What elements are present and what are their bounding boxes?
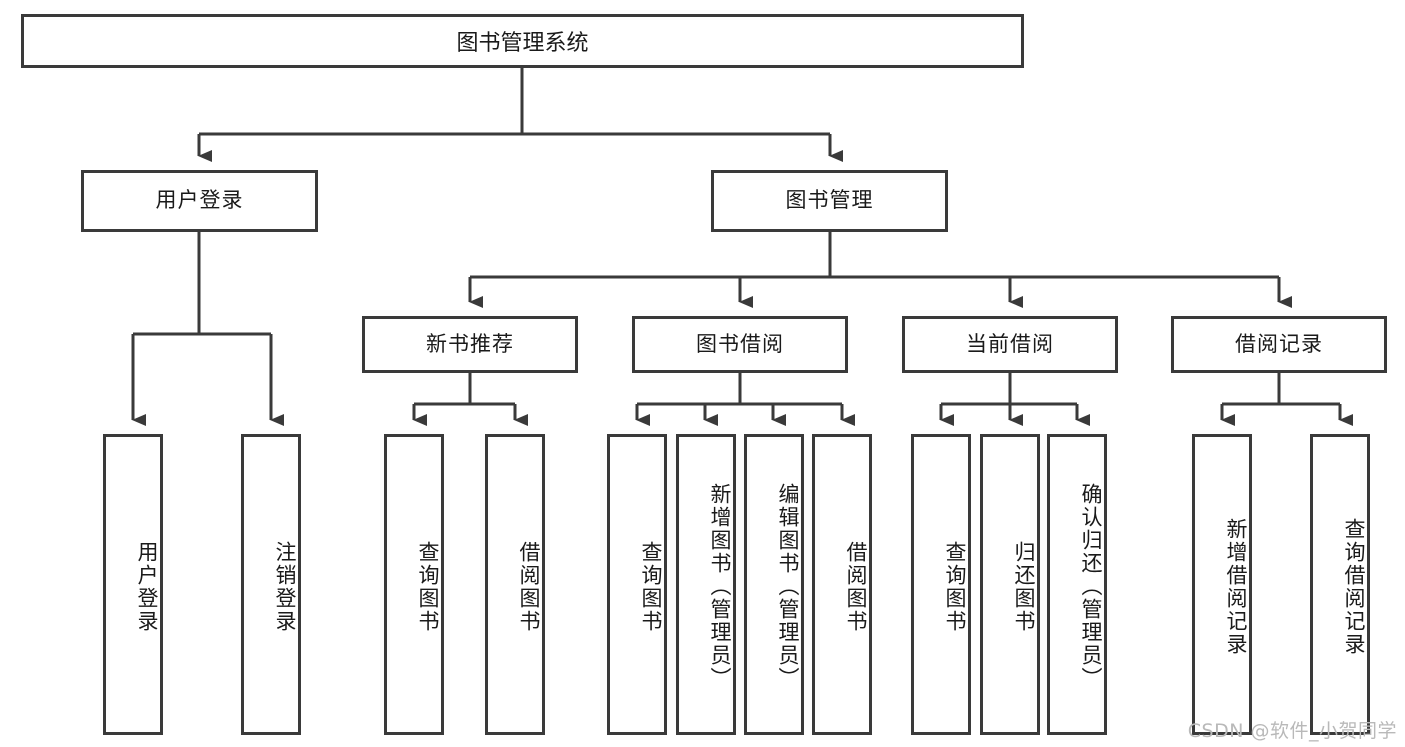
leaf-new-book-query-books[interactable]: 查询图书: [384, 434, 444, 735]
leaf-new-book-borrow-books[interactable]: 借阅图书: [485, 434, 545, 735]
node-label: 用户登录: [155, 188, 244, 213]
node-label: 归还图书: [1012, 540, 1036, 633]
node-label: 新增借阅记录: [1224, 517, 1248, 656]
node-label: 查询图书: [943, 540, 967, 633]
node-label: 新书推荐: [426, 331, 514, 356]
node-label: 图书借阅: [696, 331, 784, 356]
node-label: 借阅图书: [844, 540, 868, 633]
node-label: 新增图书（管理员）: [708, 483, 732, 690]
node-label: 查询图书: [639, 540, 663, 633]
node-label: 用户登录: [135, 540, 159, 633]
node-label: 借阅图书: [517, 540, 541, 633]
leaf-book-borrow-edit-book-admin[interactable]: 编辑图书（管理员）: [744, 434, 804, 735]
node-label: 注销登录: [273, 540, 297, 633]
leaf-book-borrow-borrow-books[interactable]: 借阅图书: [812, 434, 872, 735]
leaf-borrow-record-add-record[interactable]: 新增借阅记录: [1192, 434, 1252, 735]
node-label: 编辑图书（管理员）: [776, 483, 800, 690]
node-label: 当前借阅: [966, 331, 1054, 356]
node-label: 图书管理系统: [456, 31, 589, 56]
node-label: 图书管理: [785, 188, 874, 213]
node-label: 确认归还（管理员）: [1079, 483, 1103, 690]
leaf-current-borrow-confirm-return-admin[interactable]: 确认归还（管理员）: [1047, 434, 1107, 735]
node-label: 查询图书: [416, 540, 440, 633]
node-book-management[interactable]: 图书管理: [711, 170, 948, 232]
leaf-user-login-login[interactable]: 用户登录: [103, 434, 163, 735]
leaf-current-borrow-query-books[interactable]: 查询图书: [911, 434, 971, 735]
node-current-borrowing[interactable]: 当前借阅: [902, 316, 1118, 373]
node-root-book-management-system[interactable]: 图书管理系统: [21, 14, 1024, 68]
node-label: 借阅记录: [1235, 331, 1323, 356]
node-new-book-recommendation[interactable]: 新书推荐: [362, 316, 578, 373]
node-user-login[interactable]: 用户登录: [81, 170, 318, 232]
csdn-watermark: CSDN @软件_小贺同学: [1187, 720, 1397, 742]
leaf-book-borrow-query-books[interactable]: 查询图书: [607, 434, 667, 735]
node-label: 查询借阅记录: [1342, 517, 1366, 656]
leaf-current-borrow-return-books[interactable]: 归还图书: [980, 434, 1040, 735]
leaf-user-login-logout[interactable]: 注销登录: [241, 434, 301, 735]
leaf-book-borrow-add-book-admin[interactable]: 新增图书（管理员）: [676, 434, 736, 735]
leaf-borrow-record-query-record[interactable]: 查询借阅记录: [1310, 434, 1370, 735]
node-borrowing-records[interactable]: 借阅记录: [1171, 316, 1387, 373]
node-book-borrowing[interactable]: 图书借阅: [632, 316, 848, 373]
